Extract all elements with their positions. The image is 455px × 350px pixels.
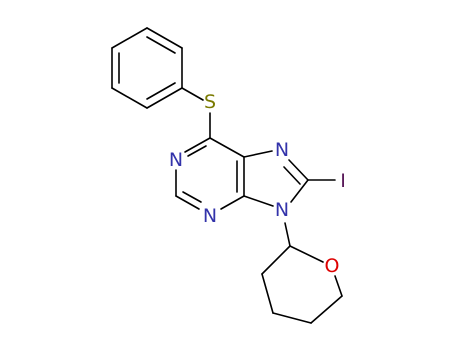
bond-c2-n3-double — [182, 191, 202, 203]
bond-thp-c3-c2 — [261, 245, 291, 275]
nitrogen-atom-n3: N — [203, 205, 217, 227]
pyrimidine-ring — [175, 137, 245, 210]
bond-n9-thp — [284, 222, 291, 247]
nitrogen-atom-n1: N — [169, 149, 183, 171]
nitrogen-atom-n7: N — [275, 139, 289, 161]
bond-c6-n1 — [184, 137, 211, 153]
nitrogen-atom-n9: N — [275, 199, 289, 221]
tetrahydropyran-ring — [261, 245, 343, 324]
bond-n7-c8 — [288, 159, 309, 181]
oxygen-atom: O — [325, 255, 340, 277]
bond-thp-c5-c4 — [272, 312, 312, 324]
bond-ph-3 — [146, 87, 183, 109]
imidazole-ring — [243, 150, 309, 207]
bond-n9-c4 — [243, 195, 274, 207]
iodine-atom: I — [340, 170, 346, 192]
bond-phenyl-sulfur — [181, 87, 204, 101]
bond-thp-o-c6 — [334, 275, 343, 297]
bond-ph-double-2 — [146, 82, 176, 100]
bond-n3-c4 — [220, 195, 245, 210]
bond-c6-n1-double — [187, 145, 207, 157]
bond-n7-c8-double — [283, 166, 301, 185]
bond-thp-c6-c5 — [310, 295, 343, 324]
sulfur-atom: S — [204, 91, 216, 113]
bond-ph-1 — [146, 27, 183, 49]
bond-ph-4 — [111, 87, 148, 109]
bond-thp-c2-o — [289, 245, 324, 263]
bond-c2-n3 — [175, 195, 200, 210]
bond-c5-c6 — [209, 137, 245, 158]
bond-c8-n9 — [290, 179, 309, 203]
bond-c5-n7 — [243, 150, 273, 158]
phenyl-ring — [111, 27, 183, 109]
bond-thp-c4-c3 — [261, 273, 274, 314]
bond-ph-double-1 — [146, 36, 176, 54]
bond-ph-6 — [111, 27, 148, 49]
